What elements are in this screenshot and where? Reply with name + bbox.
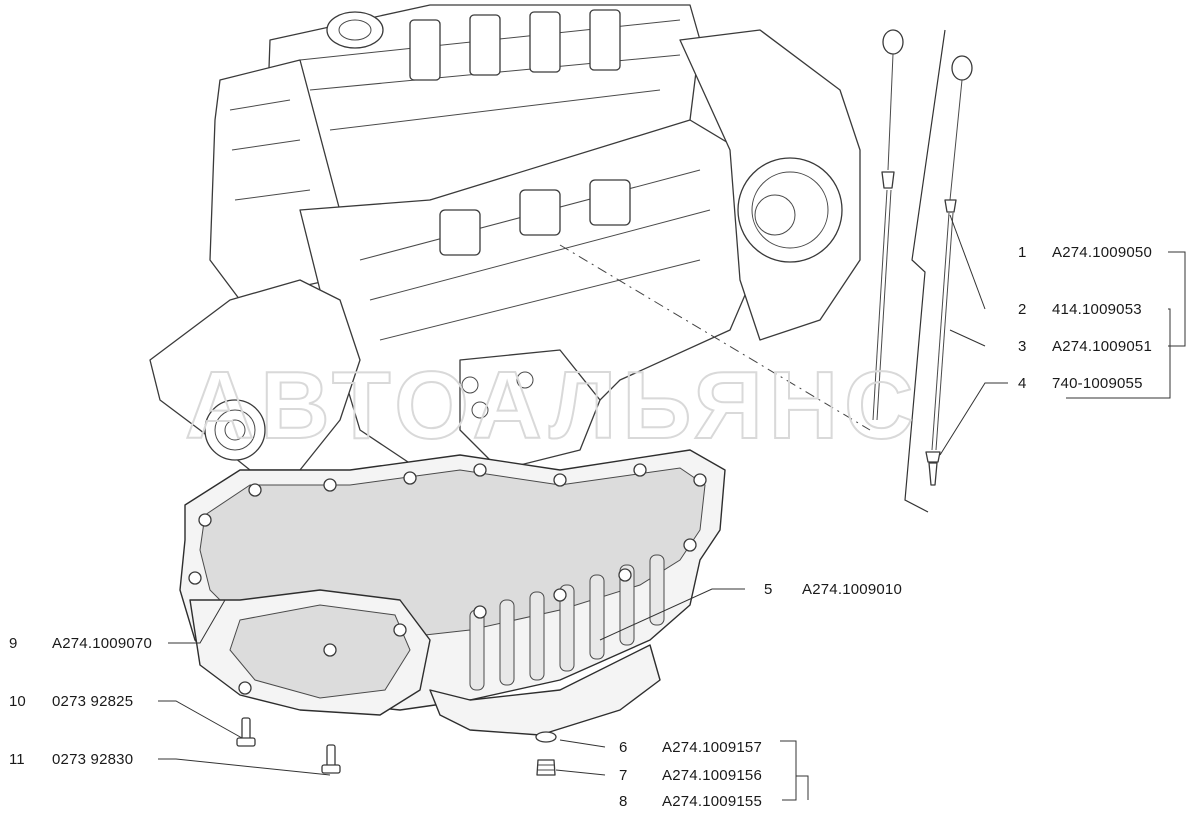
- callout-number: 2: [1018, 301, 1026, 318]
- callout-number: 8: [619, 793, 627, 810]
- callout-number: 9: [9, 635, 17, 652]
- part-code: 0273 92830: [52, 751, 133, 768]
- dipstick-illustration: [559, 29, 973, 513]
- part-code: 414.1009053: [1052, 301, 1142, 318]
- part-code: 0273 92825: [52, 693, 133, 710]
- part-code: A274.1009051: [1052, 338, 1152, 355]
- fastener-illustrations: [236, 717, 557, 776]
- part-code: 740-1009055: [1052, 375, 1143, 392]
- part-code: A274.1009156: [662, 767, 762, 784]
- part-code: A274.1009070: [52, 635, 152, 652]
- leader-lines: [158, 214, 1186, 801]
- engine-block-illustration: [149, 4, 861, 471]
- part-code: A274.1009050: [1052, 244, 1152, 261]
- callout-number: 3: [1018, 338, 1026, 355]
- watermark: АВТОАЛЬЯНС: [185, 352, 919, 459]
- part-code: A274.1009157: [662, 739, 762, 756]
- callout-number: 5: [764, 581, 772, 598]
- callout-number: 11: [9, 751, 25, 768]
- part-code: A274.1009010: [802, 581, 902, 598]
- callout-labels: 1 A274.1009050 2 414.1009053 3 A274.1009…: [9, 244, 1152, 810]
- callout-number: 6: [619, 739, 627, 756]
- callout-number: 7: [619, 767, 627, 784]
- oil-pan-illustration: [179, 449, 726, 736]
- part-code: A274.1009155: [662, 793, 762, 810]
- callout-number: 1: [1018, 244, 1026, 261]
- callout-number: 10: [9, 693, 26, 710]
- callout-number: 4: [1018, 375, 1026, 392]
